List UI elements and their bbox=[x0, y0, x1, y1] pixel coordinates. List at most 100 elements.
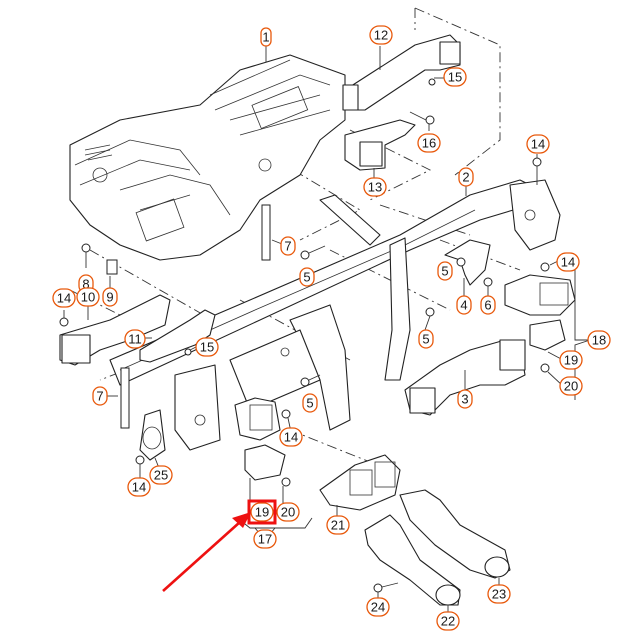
callout-14[interactable]: 14 bbox=[556, 252, 580, 272]
svg-text:13: 13 bbox=[368, 180, 382, 195]
screw-icon bbox=[409, 111, 435, 125]
svg-text:18: 18 bbox=[592, 333, 606, 348]
svg-text:7: 7 bbox=[96, 389, 103, 404]
svg-text:14: 14 bbox=[531, 137, 545, 152]
screw-icon bbox=[540, 262, 550, 272]
screw-icon bbox=[300, 374, 321, 387]
svg-text:6: 6 bbox=[484, 298, 491, 313]
callout-5[interactable]: 5 bbox=[418, 329, 434, 349]
svg-text:1: 1 bbox=[262, 30, 269, 45]
screw-icon bbox=[532, 157, 542, 185]
svg-text:24: 24 bbox=[371, 600, 385, 615]
callout-18[interactable]: 18 bbox=[587, 330, 611, 350]
svg-text:14: 14 bbox=[57, 291, 71, 306]
part-25-cover[interactable] bbox=[139, 409, 166, 461]
callout-23[interactable]: 23 bbox=[487, 584, 511, 604]
part-12-upper-duct[interactable] bbox=[342, 34, 461, 111]
part-17-vent-assembly[interactable] bbox=[234, 397, 286, 481]
screw-icon bbox=[184, 348, 192, 356]
callout-20[interactable]: 20 bbox=[559, 376, 583, 396]
svg-text:5: 5 bbox=[306, 396, 313, 411]
screw-icon bbox=[373, 582, 399, 593]
svg-text:5: 5 bbox=[303, 270, 310, 285]
part-4-bracket[interactable] bbox=[444, 239, 491, 286]
screw-icon bbox=[540, 363, 550, 373]
svg-text:20: 20 bbox=[281, 505, 295, 520]
callout-6[interactable]: 6 bbox=[480, 295, 496, 315]
callout-14[interactable]: 14 bbox=[526, 134, 550, 154]
callout-12[interactable]: 12 bbox=[369, 25, 393, 45]
screw-icon bbox=[300, 245, 326, 260]
part-21-distributor[interactable] bbox=[319, 454, 401, 511]
part-2-cross-member[interactable] bbox=[109, 179, 561, 451]
callout-15[interactable]: 15 bbox=[195, 337, 219, 357]
callout-19-highlighted[interactable]: 19 bbox=[250, 502, 274, 522]
screw-icon bbox=[81, 243, 91, 268]
callout-22[interactable]: 22 bbox=[436, 611, 460, 631]
svg-text:17: 17 bbox=[258, 532, 272, 547]
svg-text:14: 14 bbox=[561, 255, 575, 270]
screw-icon bbox=[456, 257, 466, 267]
screw-icon bbox=[281, 409, 291, 419]
callout-2[interactable]: 2 bbox=[458, 167, 474, 187]
svg-text:23: 23 bbox=[492, 587, 506, 602]
callout-17[interactable]: 17 bbox=[253, 529, 277, 549]
callout-5[interactable]: 5 bbox=[299, 267, 315, 287]
part-23-duct[interactable] bbox=[399, 489, 511, 579]
callout-19[interactable]: 19 bbox=[559, 350, 583, 370]
svg-text:21: 21 bbox=[331, 518, 345, 533]
part-13-vent[interactable] bbox=[344, 119, 416, 171]
callout-1[interactable]: 1 bbox=[260, 27, 272, 47]
highlight-annotation bbox=[162, 499, 277, 592]
callout-25[interactable]: 25 bbox=[149, 465, 173, 485]
svg-text:20: 20 bbox=[564, 379, 578, 394]
pointer-arrow bbox=[162, 521, 241, 592]
callout-21[interactable]: 21 bbox=[326, 515, 350, 535]
part-10-duct[interactable] bbox=[59, 294, 171, 366]
callout-13[interactable]: 13 bbox=[363, 177, 387, 197]
callout-3[interactable]: 3 bbox=[457, 389, 473, 409]
svg-text:19: 19 bbox=[564, 353, 578, 368]
part-11-duct[interactable] bbox=[139, 309, 216, 363]
callout-10[interactable]: 10 bbox=[76, 287, 100, 307]
callouts: 1 2 3 4 5 5 5 5 6 7 7 8 9 10 11 12 13 14… bbox=[52, 25, 611, 631]
part-1-heater-unit[interactable] bbox=[69, 54, 346, 261]
callout-9[interactable]: 9 bbox=[102, 287, 118, 307]
callout-14[interactable]: 14 bbox=[52, 288, 76, 308]
svg-text:16: 16 bbox=[422, 136, 436, 151]
callout-14[interactable]: 14 bbox=[127, 477, 151, 497]
callout-14[interactable]: 14 bbox=[279, 427, 303, 447]
screw-icon bbox=[59, 317, 69, 327]
callout-4[interactable]: 4 bbox=[456, 295, 472, 315]
svg-text:22: 22 bbox=[441, 614, 455, 629]
svg-text:5: 5 bbox=[422, 332, 429, 347]
svg-text:3: 3 bbox=[461, 392, 468, 407]
arrow-head-icon bbox=[232, 512, 251, 528]
svg-text:4: 4 bbox=[460, 298, 467, 313]
fasteners bbox=[59, 78, 550, 593]
svg-text:7: 7 bbox=[284, 239, 291, 254]
callout-5[interactable]: 5 bbox=[302, 393, 318, 413]
screw-icon bbox=[135, 455, 145, 465]
callout-15[interactable]: 15 bbox=[443, 67, 467, 87]
part-18-vent-assembly[interactable] bbox=[504, 274, 576, 351]
callout-7[interactable]: 7 bbox=[280, 236, 296, 256]
callout-5[interactable]: 5 bbox=[437, 261, 453, 281]
screw-icon bbox=[281, 477, 291, 487]
svg-text:5: 5 bbox=[441, 264, 448, 279]
clip-icon bbox=[106, 259, 118, 275]
svg-text:19: 19 bbox=[255, 505, 269, 520]
svg-text:25: 25 bbox=[154, 468, 168, 483]
part-22-duct[interactable] bbox=[364, 514, 461, 606]
svg-text:15: 15 bbox=[200, 340, 214, 355]
svg-text:8: 8 bbox=[82, 277, 89, 292]
stud-icon bbox=[261, 204, 271, 261]
callout-16[interactable]: 16 bbox=[417, 133, 441, 153]
callout-24[interactable]: 24 bbox=[366, 597, 390, 617]
svg-text:2: 2 bbox=[462, 170, 469, 185]
callout-20[interactable]: 20 bbox=[276, 502, 300, 522]
callout-7[interactable]: 7 bbox=[92, 386, 108, 406]
callout-11[interactable]: 11 bbox=[124, 329, 146, 349]
highlight-box bbox=[247, 499, 277, 525]
